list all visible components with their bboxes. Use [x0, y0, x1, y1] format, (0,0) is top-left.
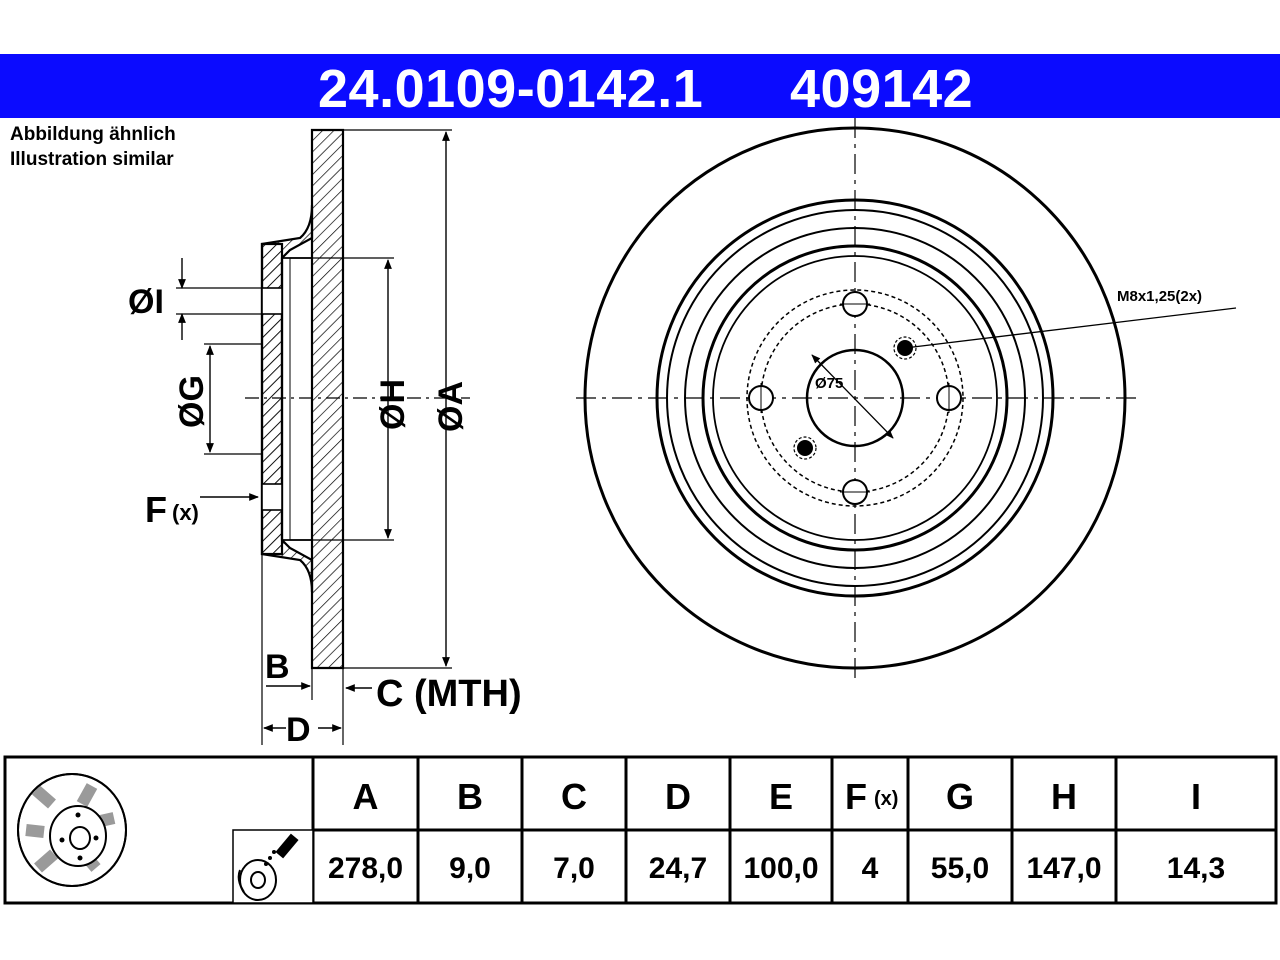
table-value-f: 4	[862, 852, 879, 885]
label-c-mth: C (MTH)	[376, 673, 522, 715]
table-value-i: 14,3	[1167, 852, 1225, 885]
header-bar	[0, 54, 1280, 118]
table-header-h: H	[1051, 776, 1077, 817]
label-diameter-h: ØH	[374, 379, 412, 430]
reference-number: 409142	[790, 59, 974, 119]
table-value-g: 55,0	[931, 852, 989, 885]
table-value-h: 147,0	[1026, 852, 1101, 885]
table-value-a: 278,0	[328, 852, 403, 885]
label-f-sub: (x)	[172, 500, 199, 525]
table-value-b: 9,0	[449, 852, 491, 885]
table-header-c: C	[561, 776, 587, 817]
threaded-hole-2	[797, 440, 813, 456]
table-value-c: 7,0	[553, 852, 595, 885]
table-header-b: B	[457, 776, 483, 817]
table-header-g: G	[946, 776, 974, 817]
table-header-f: F	[845, 776, 867, 817]
part-number: 24.0109-0142.1	[318, 59, 704, 119]
side-section-view: ØI ØG F (x) ØH ØA B C (MTH)	[128, 128, 522, 749]
brake-disc-thumbnail-icon	[17, 773, 127, 887]
label-diameter-a: ØA	[432, 381, 470, 432]
label-b: B	[265, 648, 290, 686]
table-value-d: 24,7	[649, 852, 707, 885]
table-header-a: A	[353, 776, 379, 817]
table-header-f-sub: (x)	[874, 788, 898, 810]
front-view: Ø75 M8x1,25(2x)	[576, 118, 1237, 680]
note-german: Abbildung ähnlich	[10, 124, 176, 145]
label-diameter-i: ØI	[128, 283, 164, 321]
no-paint-spray-icon	[232, 829, 314, 904]
table-header-i: I	[1191, 776, 1201, 817]
table-header-e: E	[769, 776, 793, 817]
label-f: F	[145, 489, 167, 530]
note-english: Illustration similar	[10, 149, 174, 170]
label-thread: M8x1,25(2x)	[1117, 288, 1202, 305]
technical-drawing: ØI ØG F (x) ØH ØA B C (MTH)	[128, 118, 1237, 749]
table-header-d: D	[665, 776, 691, 817]
label-center-bore: Ø75	[815, 375, 843, 392]
label-d: D	[286, 711, 311, 749]
label-diameter-g: ØG	[173, 375, 211, 428]
table-value-e: 100,0	[743, 852, 818, 885]
